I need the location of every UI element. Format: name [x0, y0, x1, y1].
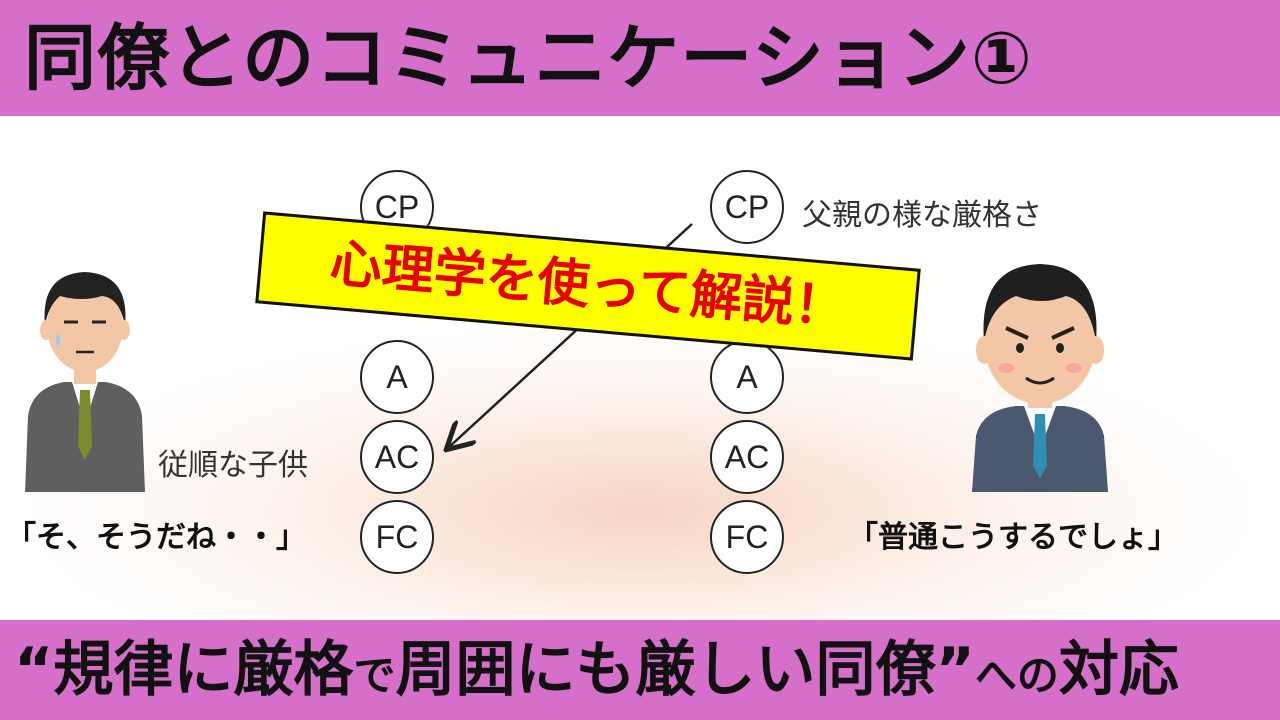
stern-man-illustration — [972, 264, 1108, 492]
right-ego-a: A — [710, 340, 784, 414]
right-ego-cp: CP — [710, 170, 784, 244]
page-title: 同僚とのコミュニケーション① — [24, 16, 1033, 100]
worried-man-illustration — [25, 272, 145, 492]
footer-part-2: で — [353, 651, 396, 700]
footer-part-3: 周囲にも厳しい同僚” — [395, 635, 975, 705]
left-ego-fc: FC — [360, 500, 434, 574]
footer-part-5: 対応 — [1058, 635, 1179, 705]
cp-description-label: 父親の様な厳格さ — [802, 198, 1042, 233]
left-ego-a: A — [360, 340, 434, 414]
footer-bar: “規律に厳格で周囲にも厳しい同僚”への対応 — [0, 620, 1280, 720]
footer-part-4: への — [974, 651, 1059, 700]
left-quote: 「そ、そうだね・・」 — [6, 520, 306, 555]
title-bar: 同僚とのコミュニケーション① — [0, 0, 1280, 116]
right-quote: 「普通こうするでしょ」 — [848, 520, 1178, 555]
left-ego-ac: AC — [360, 420, 434, 494]
footer-title: “規律に厳格で周囲にも厳しい同僚”への対応 — [14, 632, 1274, 714]
right-ego-ac: AC — [710, 420, 784, 494]
right-ego-fc: FC — [710, 500, 784, 574]
footer-part-1: “規律に厳格 — [14, 635, 354, 705]
ac-description-label: 従順な子供 — [158, 448, 308, 483]
